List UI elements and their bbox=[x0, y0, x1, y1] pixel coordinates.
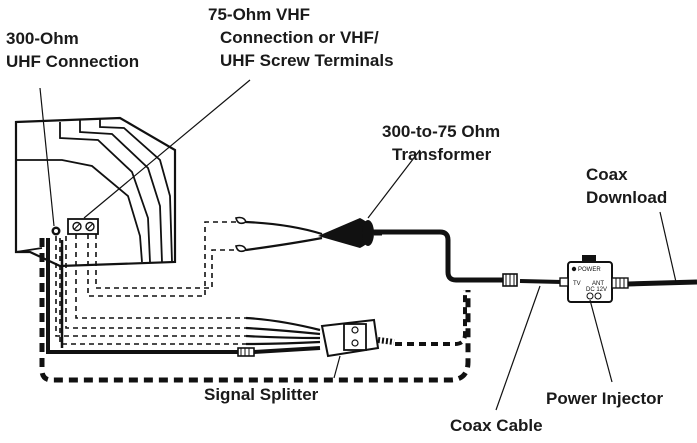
label-transformer: 300-to-75 Ohm Transformer bbox=[382, 122, 500, 164]
spade-connectors bbox=[235, 216, 247, 253]
label-power-injector: Power Injector bbox=[546, 389, 664, 408]
label-coax-cable: Coax Cable bbox=[450, 416, 543, 435]
label-uhf-line2: UHF Connection bbox=[6, 52, 139, 71]
label-vhf-line3: UHF Screw Terminals bbox=[220, 51, 394, 70]
label-coax-download: Coax Download bbox=[586, 165, 667, 207]
injector-ant-text: ANT bbox=[592, 281, 604, 287]
coax-connector-left bbox=[502, 273, 518, 287]
coax-download-line bbox=[627, 279, 697, 287]
injector-power-text: POWER bbox=[578, 267, 601, 273]
twin-lead-wires bbox=[55, 221, 246, 345]
label-transformer-line2: Transformer bbox=[392, 145, 492, 164]
coax-cable-transformer-to-injector bbox=[370, 229, 505, 283]
label-coax-download-line1: Coax bbox=[586, 165, 628, 184]
coax-cable-segment bbox=[519, 279, 563, 284]
leader-lines bbox=[39, 79, 677, 411]
label-signal-splitter: Signal Splitter bbox=[204, 385, 319, 404]
injector-tv-text: TV bbox=[573, 281, 581, 287]
label-coax-download-line2: Download bbox=[586, 188, 667, 207]
label-vhf-line1: 75-Ohm VHF bbox=[208, 5, 310, 24]
label-uhf-line1: 300-Ohm bbox=[6, 29, 79, 48]
power-injector: POWER TV ANT DC 12V bbox=[559, 255, 629, 303]
vhf-screw-terminals bbox=[67, 218, 99, 235]
label-transformer-line1: 300-to-75 Ohm bbox=[382, 122, 500, 141]
label-vhf-connection: 75-Ohm VHF Connection or VHF/ UHF Screw … bbox=[208, 5, 394, 70]
signal-splitter bbox=[237, 318, 395, 358]
transformer bbox=[318, 218, 382, 248]
injector-dc-text: DC 12V bbox=[586, 287, 607, 293]
coax-tv-to-splitter bbox=[46, 238, 240, 354]
dashed-coax-loop bbox=[39, 238, 471, 383]
label-uhf-connection: 300-Ohm UHF Connection bbox=[6, 29, 139, 71]
label-vhf-line2: Connection or VHF/ bbox=[220, 28, 379, 47]
uhf-connector bbox=[51, 226, 61, 236]
transformer-leads bbox=[245, 220, 323, 252]
